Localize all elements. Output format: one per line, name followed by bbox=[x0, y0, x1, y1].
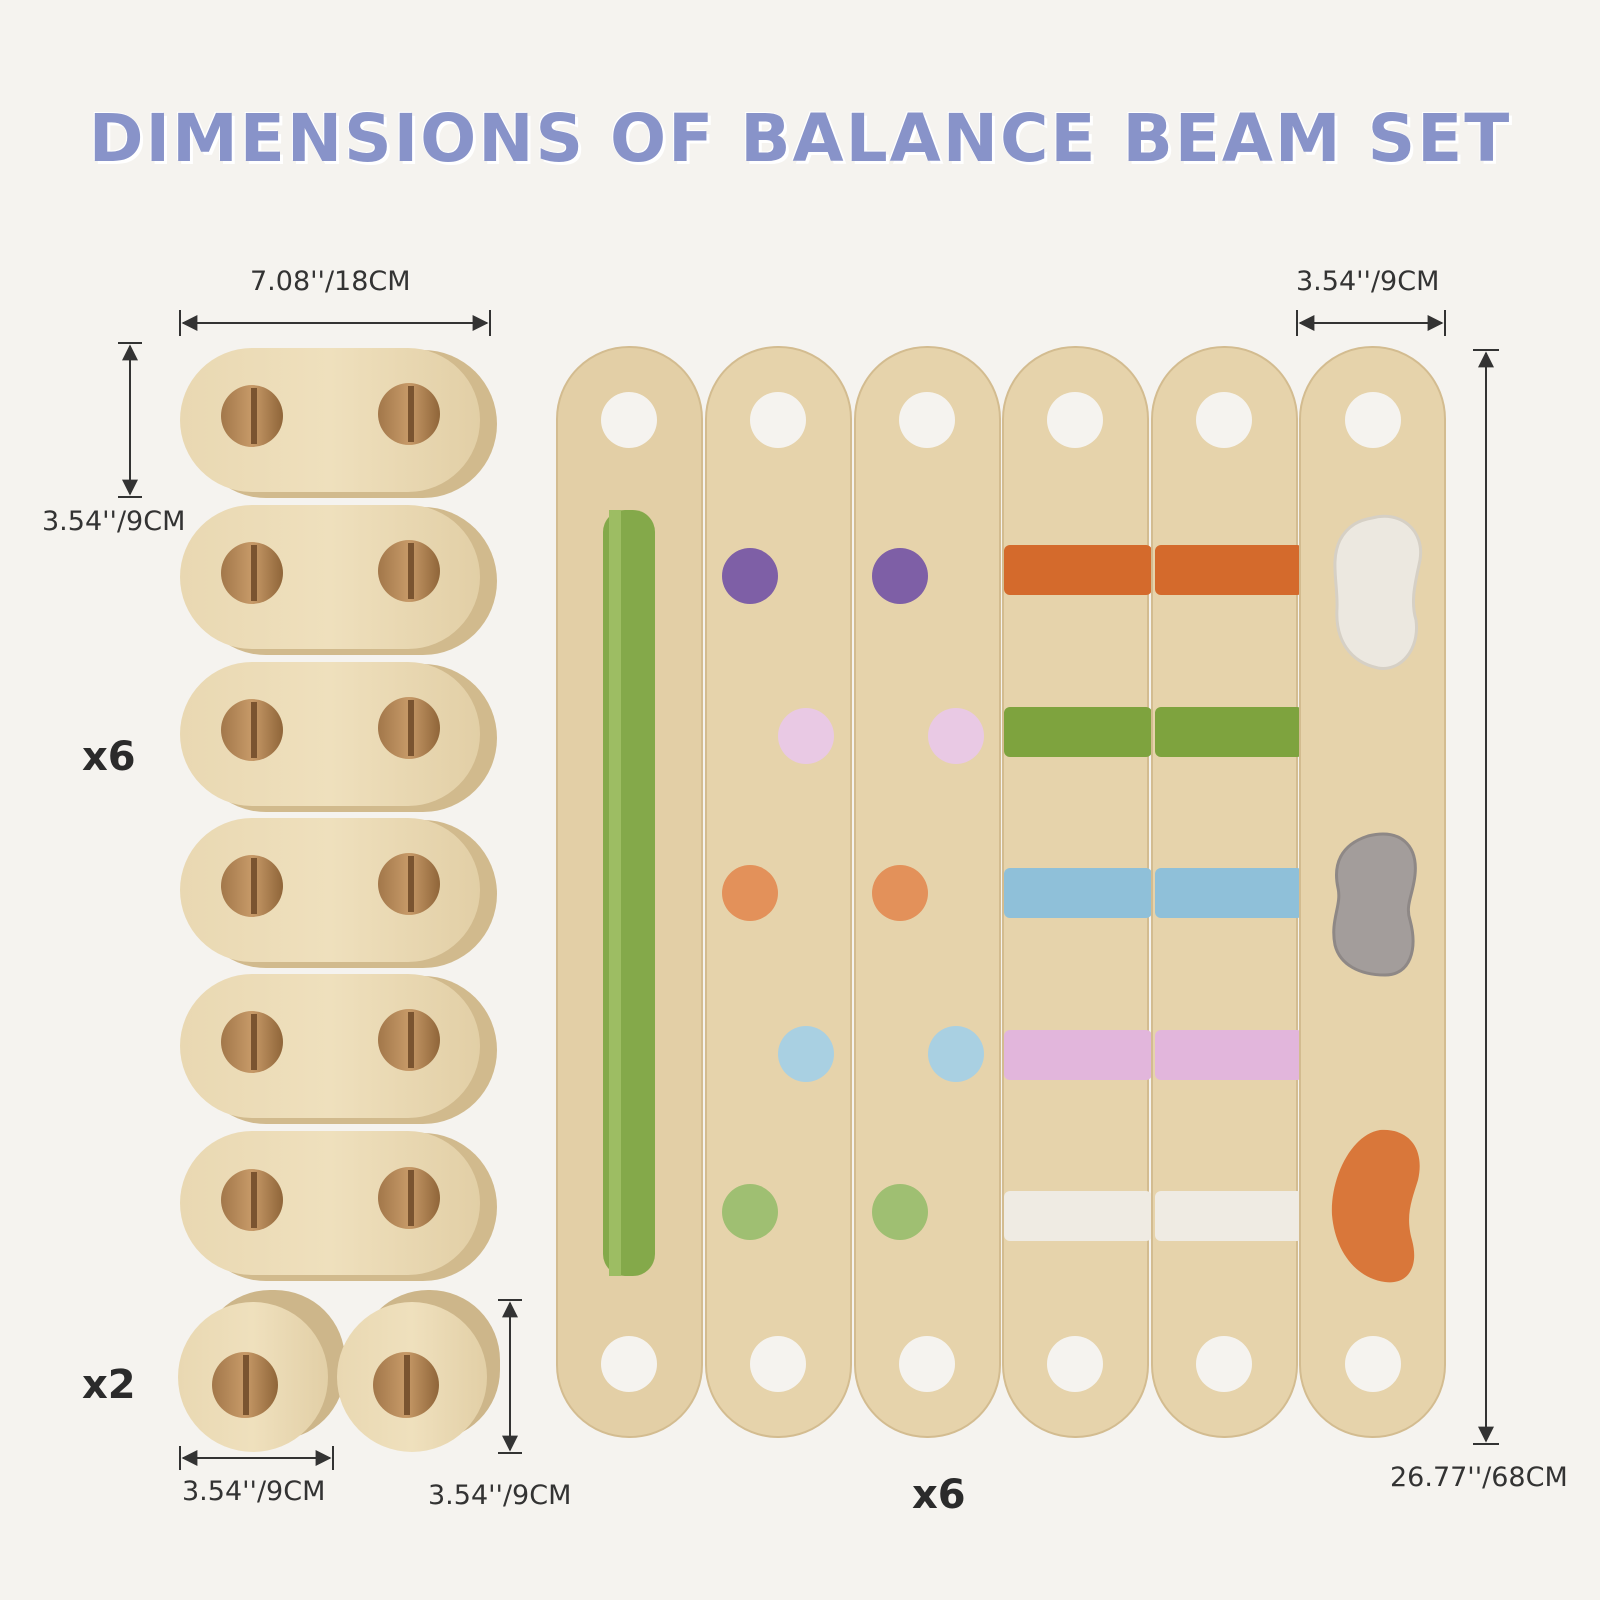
beam-stones bbox=[1299, 346, 1446, 1438]
connector-block bbox=[180, 662, 497, 812]
foot-blocks bbox=[178, 1290, 500, 1452]
connector-blocks bbox=[180, 348, 497, 1281]
connector-block bbox=[180, 505, 497, 655]
stone-gray bbox=[1332, 832, 1417, 977]
foot-width-label: 3.54''/9CM bbox=[182, 1476, 326, 1507]
beam-bars bbox=[1151, 346, 1303, 1438]
beam-length-label: 26.77''/68CM bbox=[1390, 1462, 1568, 1493]
beam-pegs bbox=[854, 346, 1001, 1438]
connector-height-label: 3.54''/9CM bbox=[42, 506, 186, 537]
beam-bars bbox=[1002, 346, 1152, 1438]
page-title: DIMENSIONS OF BALANCE BEAM SET bbox=[88, 100, 1512, 177]
stone-white bbox=[1333, 514, 1423, 670]
beams bbox=[556, 346, 1446, 1438]
connector-block bbox=[180, 348, 497, 498]
foot-height-label: 3.54''/9CM bbox=[428, 1480, 572, 1511]
foot-block bbox=[178, 1290, 345, 1452]
connector-quantity: x6 bbox=[82, 734, 136, 780]
beam-quantity: x6 bbox=[912, 1472, 966, 1518]
dimension-lines bbox=[118, 310, 1499, 1470]
beam-pegs bbox=[705, 346, 852, 1438]
stone-orange bbox=[1331, 1129, 1420, 1283]
beam-rail bbox=[556, 346, 703, 1438]
beam-width-label: 3.54''/9CM bbox=[1296, 266, 1440, 297]
foot-block bbox=[337, 1290, 500, 1452]
connector-block bbox=[180, 1131, 497, 1281]
connector-block bbox=[180, 974, 497, 1124]
connector-width-label: 7.08''/18CM bbox=[250, 266, 411, 297]
foot-quantity: x2 bbox=[82, 1362, 136, 1408]
connector-block bbox=[180, 818, 497, 968]
